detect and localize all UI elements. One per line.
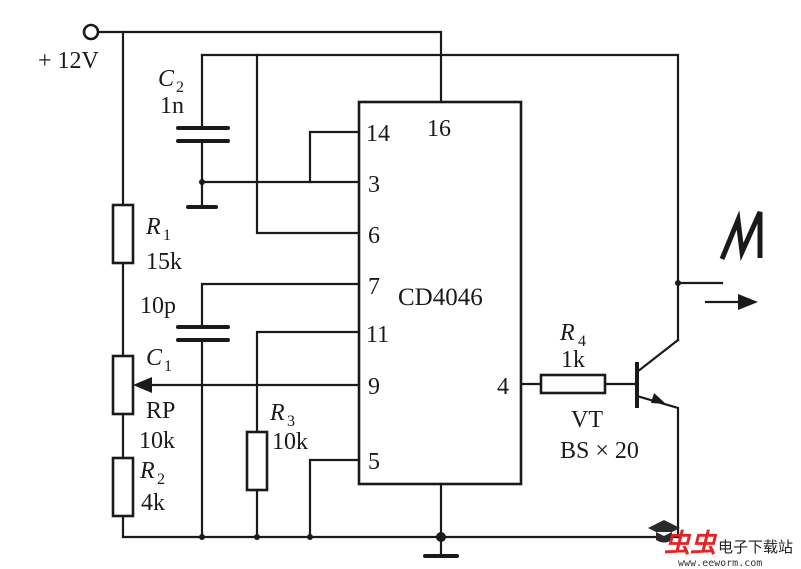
pin-label-14: 14 <box>366 121 390 147</box>
watermark-url: www.eeworm.com <box>678 558 762 569</box>
c2-ref: C <box>158 66 175 92</box>
supply-label: + 12V <box>38 48 100 74</box>
c2-sub: 2 <box>176 79 184 96</box>
ground-symbol <box>423 482 459 558</box>
resistor-r2 <box>111 456 135 518</box>
transistor-vt <box>635 338 680 539</box>
pin-label-11: 11 <box>366 322 389 348</box>
pin-label-7: 7 <box>368 274 380 300</box>
pin-label-6: 6 <box>368 223 380 249</box>
watermark-logo: 虫虫 <box>664 529 718 559</box>
watermark-site-name: 电子下载站 <box>718 538 793 556</box>
pin5-wire <box>308 458 361 539</box>
c1-value: 10p <box>140 293 176 319</box>
c2-value: 1n <box>160 93 184 119</box>
c1-sub: 1 <box>164 358 172 375</box>
r2-sub: 2 <box>157 471 165 488</box>
rp-value: 10k <box>139 428 175 454</box>
r4-ref: R <box>559 320 575 346</box>
r4-value: 1k <box>561 347 585 373</box>
resistor-r1 <box>111 203 135 265</box>
resistor-r3 <box>245 330 361 539</box>
pin-label-4: 4 <box>497 374 509 400</box>
r1-sub: 1 <box>163 227 171 244</box>
resistor-r4 <box>519 373 639 395</box>
supply-terminal <box>82 23 100 41</box>
capacitor-c1 <box>176 282 361 539</box>
vt-ref: VT <box>571 407 603 433</box>
watermark: 虫虫 电子下载站 www.eeworm.com <box>648 520 793 569</box>
sawtooth-waveform-symbol <box>719 210 763 262</box>
r1-value: 15k <box>146 249 182 275</box>
r1-ref: R <box>145 214 161 240</box>
pin-label-5: 5 <box>368 449 380 475</box>
r3-value: 10k <box>272 429 308 455</box>
r3-ref: R <box>269 400 285 426</box>
pin-label-9: 9 <box>368 374 380 400</box>
pin-label-3: 3 <box>368 172 380 198</box>
r4-sub: 4 <box>578 333 586 350</box>
collector-supply-wire <box>200 53 680 342</box>
junction-dots <box>199 179 681 540</box>
vt-value: BS × 20 <box>560 438 639 464</box>
ic-name: CD4046 <box>398 284 483 311</box>
output-arrow <box>704 294 758 310</box>
rp-ref: RP <box>146 398 175 424</box>
r3-sub: 3 <box>287 413 295 430</box>
capacitor-c2 <box>176 53 230 209</box>
pin-label-16: 16 <box>427 116 451 142</box>
r2-ref: R <box>139 458 155 484</box>
c1-ref: C <box>146 345 163 371</box>
supply-rail <box>82 23 443 539</box>
pin14-pin3-wire <box>308 130 361 184</box>
potentiometer-rp <box>111 354 361 416</box>
pin6-wire <box>255 53 361 235</box>
r2-value: 4k <box>141 490 165 516</box>
graduation-cap-icon <box>648 520 680 543</box>
